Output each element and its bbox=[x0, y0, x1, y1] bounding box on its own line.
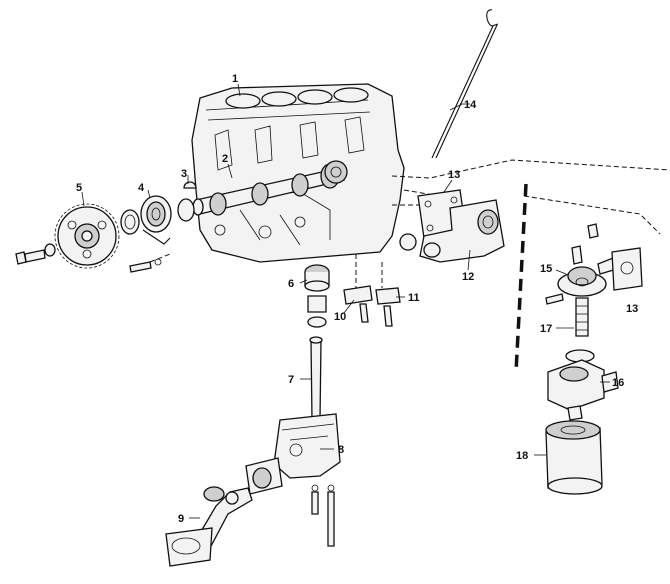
callout-12: 12 bbox=[462, 271, 474, 283]
oil-cooler-flange bbox=[557, 223, 621, 297]
oil-filter bbox=[545, 420, 603, 495]
callout-13-left: 13 bbox=[448, 169, 460, 181]
callout-15: 15 bbox=[540, 263, 552, 275]
callout-14: 14 bbox=[464, 99, 477, 111]
threaded-pipe bbox=[565, 297, 595, 363]
callout-16: 16 bbox=[612, 377, 624, 389]
leader-lines bbox=[81, 83, 610, 519]
callout-13-right: 13 bbox=[626, 303, 638, 315]
oil-filter-housing bbox=[547, 359, 619, 421]
woodruff-key bbox=[183, 181, 197, 189]
oil-seal-flange bbox=[120, 195, 195, 245]
callout-1: 1 bbox=[232, 73, 238, 85]
flange-gasket bbox=[611, 247, 643, 291]
pump-screws bbox=[311, 484, 335, 547]
callout-8: 8 bbox=[338, 444, 344, 456]
callout-6: 6 bbox=[288, 278, 294, 290]
callout-18: 18 bbox=[516, 450, 528, 462]
callout-3: 3 bbox=[181, 168, 187, 180]
callout-11: 11 bbox=[408, 292, 420, 304]
flange-screw bbox=[545, 293, 564, 305]
oil-pump bbox=[245, 413, 341, 495]
camshaft-sprocket bbox=[54, 203, 120, 269]
callout-10: 10 bbox=[334, 311, 346, 323]
callout-7: 7 bbox=[288, 374, 294, 386]
pressure-switch-bracket bbox=[343, 254, 401, 327]
sprocket-bolt bbox=[15, 243, 56, 265]
oil-pickup-tube bbox=[165, 486, 253, 567]
callout-5: 5 bbox=[76, 182, 82, 194]
pump-drive-shaft bbox=[309, 336, 323, 421]
engine-block bbox=[191, 83, 405, 263]
distributor-drive-gear bbox=[324, 160, 348, 184]
small-bolt bbox=[129, 253, 171, 273]
callout-2: 2 bbox=[222, 153, 228, 165]
dipstick bbox=[431, 9, 499, 159]
callout-17: 17 bbox=[540, 323, 552, 335]
oil-filter-bracket bbox=[399, 199, 505, 263]
callout-9: 9 bbox=[178, 513, 184, 525]
callout-4: 4 bbox=[138, 182, 145, 194]
pump-drive-gear bbox=[304, 264, 330, 328]
